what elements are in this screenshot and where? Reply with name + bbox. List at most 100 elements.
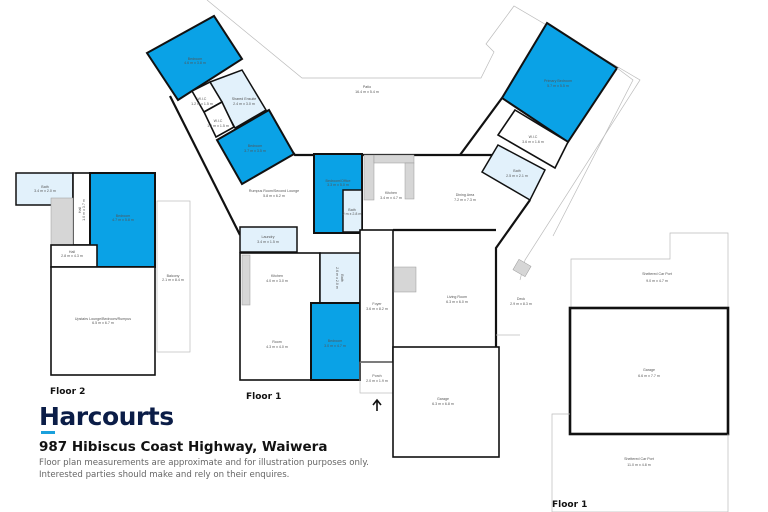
room-dims: 2.1 m x 8.4 m xyxy=(162,278,184,282)
bath-flat-area xyxy=(319,252,361,304)
room-dims: 3.6 m x 1.6 m xyxy=(522,140,544,144)
floor-1-label: Floor 1 xyxy=(246,392,281,402)
room-dims: 3.4 m x 1.5 m xyxy=(257,240,279,244)
dining-east-wall xyxy=(494,199,531,350)
room-dims: 1.2 m x 1.5 m xyxy=(191,102,213,106)
bath-small-area xyxy=(342,189,363,233)
room-name: Bedroom xyxy=(328,339,343,343)
room-name: Laundry xyxy=(262,235,275,239)
room-dims: 3.3 m x 5.0 m xyxy=(327,183,349,187)
room-name: Rumpus Room/Second Lounge xyxy=(249,189,299,193)
foyer-area xyxy=(359,229,394,363)
room-dims: 1.0 m x 3.7 m xyxy=(82,199,86,221)
room-name: Bath xyxy=(41,185,48,189)
kitchen-2-bench xyxy=(241,254,251,306)
room-dims: 5.7 m x 5.5 m xyxy=(547,84,569,88)
kitchen-bench xyxy=(363,154,375,201)
room-name: Kitchen xyxy=(271,274,283,278)
garage-2-area xyxy=(568,306,730,436)
room-name: Bath xyxy=(348,208,355,212)
floor-1-garage-label: Floor 1 xyxy=(552,500,587,510)
room-name: Living Room xyxy=(447,295,467,299)
kitchen-island xyxy=(404,162,415,200)
east-deck-outline xyxy=(552,67,634,237)
room-dims: 11.0 m x 4.8 m xyxy=(627,463,651,467)
room-dims: 4.3 m x 4.0 m xyxy=(266,345,288,349)
room-name: Porch xyxy=(372,374,381,378)
room-name: Bath xyxy=(513,169,520,173)
room-name: Upstairs Lounge/Bedroom/Rumpus xyxy=(75,317,131,321)
room-name: Room xyxy=(272,340,282,344)
room-dims: 2.4 m x 3.0 m xyxy=(233,102,255,106)
room-dims: 3.6 m x 8.2 m xyxy=(366,307,388,311)
floor-1-garage-plan: Sheltered Car Port 9.0 m x 4.7 m Garage … xyxy=(551,232,730,512)
laundry-area xyxy=(239,226,298,253)
room-name: Bedroom xyxy=(116,214,131,218)
room-dims: 16.4 m x 5.4 m xyxy=(355,90,379,94)
room-name: Dining Area xyxy=(456,193,475,197)
room-name: Hall xyxy=(78,207,82,213)
room-dims: 6.5 m x 6.7 m xyxy=(92,321,114,325)
room-name: W.I.C xyxy=(214,119,223,123)
room-name: Sheltered Car Port xyxy=(624,457,654,461)
room-name: Bath xyxy=(340,274,344,281)
wic-primary-area xyxy=(496,108,570,170)
room-name: Garage xyxy=(437,397,449,401)
room-name: Balcony xyxy=(167,274,180,278)
balcony-area xyxy=(156,200,191,353)
room-dims: 6.6 m x 7.7 m xyxy=(638,374,660,378)
room-name: Foyer xyxy=(372,302,382,306)
room-dims: 6.3 m x 6.0 m xyxy=(446,300,468,304)
stairs-main xyxy=(393,266,417,293)
room-dims: 3.4 m x 4.7 m xyxy=(380,196,402,200)
room-name: Patio xyxy=(363,85,371,89)
room-dims: 5.8 m x 6.2 m xyxy=(263,194,285,198)
room-name: Primary Bedroom xyxy=(544,79,572,83)
room-dims: 1.2 m x 1.5 m xyxy=(207,124,229,128)
room-dims: 4.6 m x 3.8 m xyxy=(184,61,206,65)
carport-s-area xyxy=(551,413,729,512)
room-name: Bedroom xyxy=(248,144,263,148)
room-dims: 4.0 m x 3.0 m xyxy=(266,279,288,283)
room-dims: 2.6 m x 2.0 m xyxy=(335,267,339,289)
harcourts-logo: Harcourts xyxy=(39,402,174,431)
room-name: W.I.C xyxy=(529,135,538,139)
property-address: 987 Hibiscus Coast Highway, Waiwera xyxy=(39,439,328,455)
room-dims: 2.5 m x 2.1 m xyxy=(506,174,528,178)
room-dims: 2 m x 2.8 m xyxy=(343,212,362,216)
disclaimer-line-1: Floor plan measurements are approximate … xyxy=(39,458,369,468)
stairs xyxy=(50,197,74,246)
room-dims: 6.3 m x 6.8 m xyxy=(432,402,454,406)
room-dims: 3.4 m x 2.0 m xyxy=(34,189,56,193)
floor-1-main-plan: Patio 16.4 m x 5.4 m Bedroom 4.6 m x 3.8… xyxy=(145,0,641,458)
garage-1-area xyxy=(392,346,500,458)
room-dims: 3.0 m x 4.7 m xyxy=(324,344,346,348)
room-name: Kitchen xyxy=(385,191,397,195)
floor-2-label: Floor 2 xyxy=(50,387,85,397)
room-name: Bedroom xyxy=(188,57,203,61)
room-name: Garage xyxy=(643,368,655,372)
carport-n-area xyxy=(570,232,729,307)
room-dims: 2.0 m x 1.9 m xyxy=(366,379,388,383)
wic-2-area xyxy=(202,100,236,139)
room-dims: 7.2 m x 7.3 m xyxy=(454,198,476,202)
east-wing-wall xyxy=(459,97,503,156)
room-dims: 2.9 m x 8.3 m xyxy=(510,302,532,306)
room-dims: 9.0 m x 4.7 m xyxy=(646,279,668,283)
room-name: Deck xyxy=(517,297,525,301)
room-name: Bedroom/Office xyxy=(326,179,351,183)
room-name: Shared Ensuite xyxy=(232,97,257,101)
entrance-arrow-icon xyxy=(372,398,382,411)
room-dims: 2.8 m x 4.3 m xyxy=(61,254,83,258)
room-name: Sheltered Car Port xyxy=(642,272,672,276)
bedroom-w-area xyxy=(215,108,296,186)
west-wing-wall xyxy=(169,95,241,236)
room-dims: 4.7 m x 5.8 m xyxy=(112,218,134,222)
kitchen-bench-top xyxy=(373,154,415,164)
f2-lounge-area xyxy=(50,266,156,376)
floor-2-plan: Bath 3.4 m x 2.0 m Hall 1.0 m x 3.7 m Be… xyxy=(15,172,191,397)
patio-outline xyxy=(206,0,641,281)
room-dims: 3.7 m x 3.5 m xyxy=(244,149,266,153)
deck-steps-top xyxy=(512,258,532,278)
